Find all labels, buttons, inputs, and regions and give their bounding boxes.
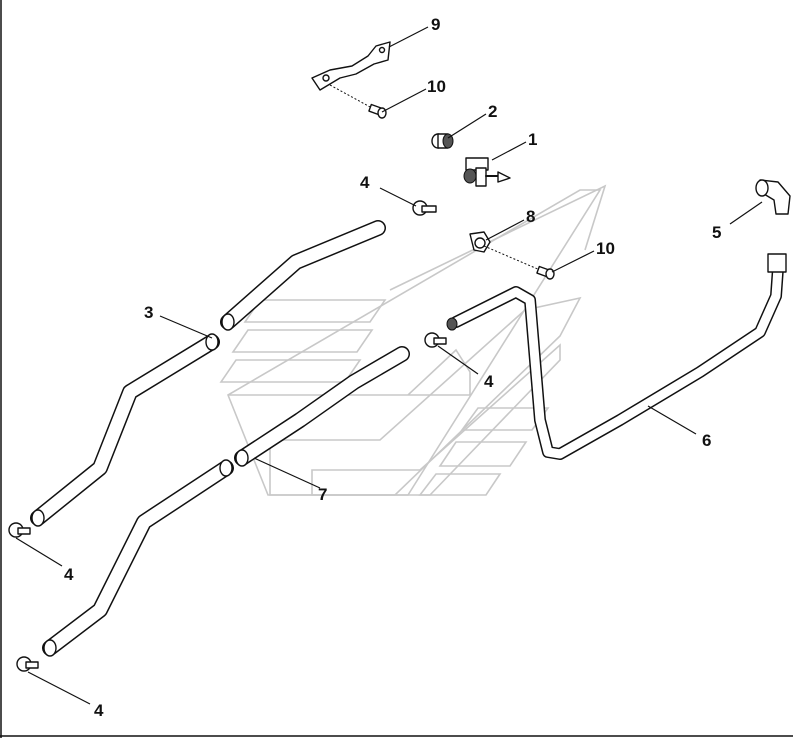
callout-10-upper: 10 — [427, 77, 446, 96]
watermark-logo — [219, 184, 607, 496]
callout-2: 2 — [488, 102, 497, 121]
screw-part — [329, 84, 387, 119]
leader-lines — [15, 26, 763, 705]
rigid-tube-part — [446, 253, 787, 460]
callout-8: 8 — [526, 207, 535, 226]
valve-part — [463, 157, 511, 187]
bracket-part — [311, 41, 391, 91]
clamp-part-4 — [16, 656, 39, 672]
fitting-part — [431, 133, 454, 149]
callout-9: 9 — [431, 15, 440, 34]
clip-part — [469, 231, 541, 271]
hose-upper-part — [220, 220, 386, 331]
hose-7-upper-part — [234, 346, 410, 467]
callout-10-lower: 10 — [596, 239, 615, 258]
callout-4-middle: 4 — [484, 372, 494, 391]
callout-3: 3 — [144, 303, 153, 322]
callout-7: 7 — [318, 485, 327, 504]
clamp-part — [412, 200, 437, 216]
callout-1: 1 — [528, 130, 537, 149]
callout-6: 6 — [702, 431, 711, 450]
hose-lower-part — [30, 333, 220, 527]
callout-4-bottom: 4 — [94, 701, 104, 720]
clamp-part-3 — [8, 522, 31, 538]
callout-4-top: 4 — [360, 173, 370, 192]
hose-7-lower-part — [42, 459, 234, 657]
callout-4-left: 4 — [64, 565, 74, 584]
clamp-part-2 — [424, 332, 447, 348]
callout-5: 5 — [712, 223, 721, 242]
elbow-part — [755, 179, 791, 215]
